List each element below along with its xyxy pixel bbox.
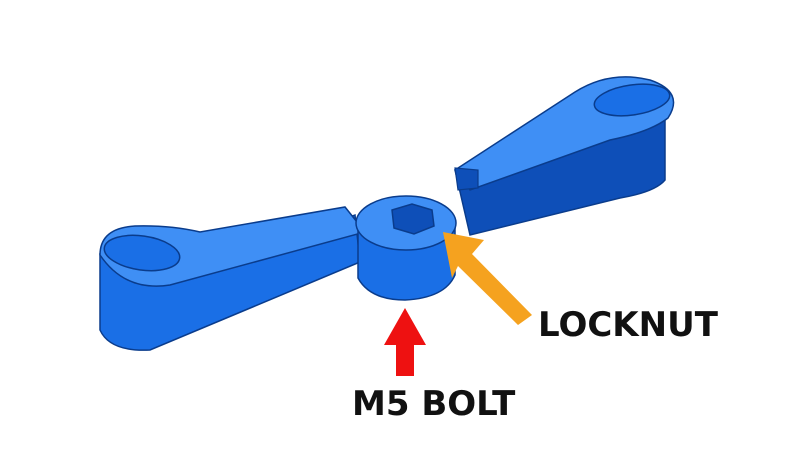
hex-recess (391, 203, 435, 235)
wing-nut-part (99, 76, 675, 351)
right-arm-hole (593, 83, 671, 117)
locknut-arrow (443, 232, 532, 325)
left-arm-hole (103, 234, 181, 272)
bolt-arrow (384, 308, 426, 376)
bolt-label: M5 BOLT (352, 384, 516, 424)
locknut-label: LOCKNUT (538, 305, 719, 345)
locknut-step (454, 167, 479, 191)
